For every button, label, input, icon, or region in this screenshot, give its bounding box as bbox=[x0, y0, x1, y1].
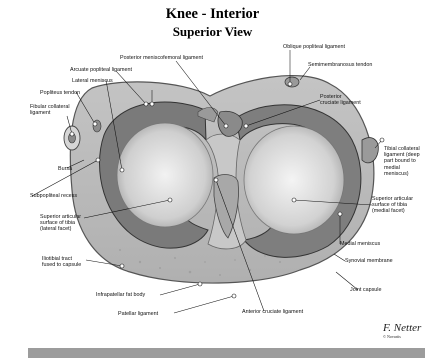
label-iliotibial-tract: Iliotibial tract fused to capsule bbox=[42, 256, 81, 268]
label-medial-meniscus: Medial meniscus bbox=[340, 241, 380, 247]
label-anterior-cruciate: Anterior cruciate ligament bbox=[242, 309, 303, 315]
label-subpopliteal-recess: Subpopliteal recess bbox=[30, 193, 77, 199]
label-joint-capsule: Joint capsule bbox=[350, 287, 381, 293]
medial-facet-shape bbox=[244, 126, 344, 234]
label-superior-lateral-facet: Superior articular surface of tibia (lat… bbox=[40, 214, 81, 233]
label-posterior-cruciate: Posterior cruciate ligament bbox=[320, 94, 361, 106]
label-popliteus-tendon: Popliteus tendon bbox=[40, 90, 80, 96]
label-infrapatellar-fat-body: Infrapatellar fat body bbox=[96, 292, 145, 298]
label-tibial-collateral: Tibial collateral ligament (deep part bo… bbox=[384, 146, 420, 177]
label-bursa: Bursa bbox=[58, 166, 72, 172]
bottom-bar bbox=[28, 348, 425, 358]
label-oblique-popliteal: Oblique popliteal ligament bbox=[283, 44, 345, 50]
label-patellar-ligament: Patellar ligament bbox=[118, 311, 158, 317]
label-synovial-membrane: Synovial membrane bbox=[345, 258, 393, 264]
label-posterior-meniscofemoral: Posterior meniscofemoral ligament bbox=[120, 55, 203, 61]
label-semimembranosus: Semimembranosus tendon bbox=[308, 62, 372, 68]
label-fibular-collateral: Fibular collateral ligament bbox=[30, 104, 70, 116]
lateral-facet-shape bbox=[117, 123, 213, 227]
label-superior-medial-facet: Superior articular surface of tibia (med… bbox=[372, 196, 413, 215]
tibial-collateral-shape bbox=[362, 138, 378, 163]
label-lateral-meniscus: Lateral meniscus bbox=[72, 78, 113, 84]
label-arcuate-popliteal: Arcuate popliteal ligament bbox=[70, 67, 132, 73]
semimembranosus-shape bbox=[285, 77, 299, 87]
artist-signature: F. Netter © Novartis bbox=[383, 322, 421, 339]
